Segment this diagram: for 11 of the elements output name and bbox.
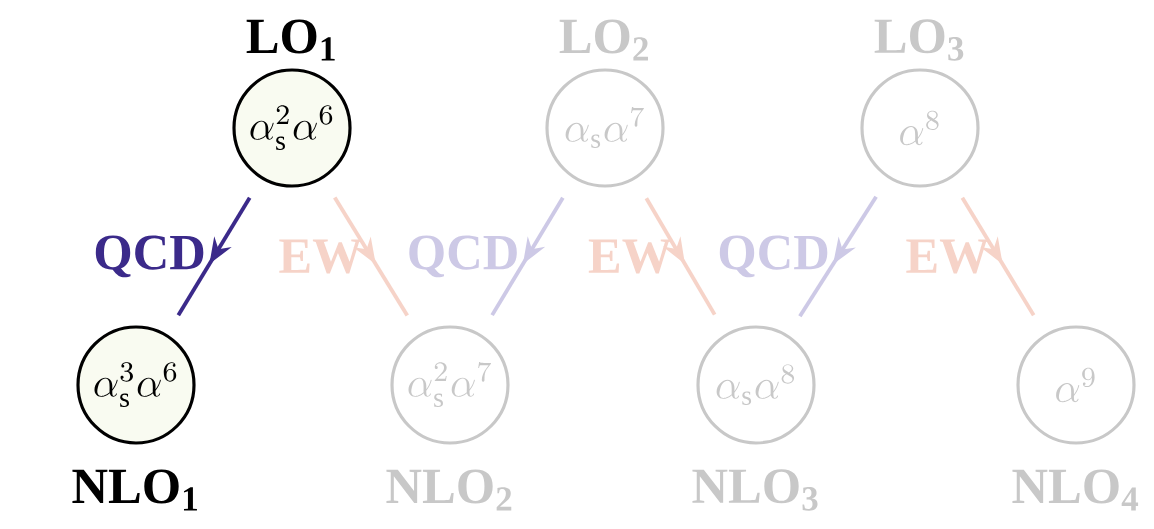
arrow	[798, 195, 878, 318]
arrow	[490, 196, 565, 317]
circle-node: $\alpha_{\mathrm{s}}^{2}\alpha^{6}$	[232, 68, 352, 188]
arrow	[176, 196, 252, 317]
circle-node: $\alpha_{\mathrm{s}}^{3}\alpha^{6}$	[76, 325, 196, 445]
level-label: LO$_{1}$	[246, 19, 335, 61]
arrow	[333, 196, 409, 317]
level-label: NLO$_{1}$	[72, 469, 197, 511]
arrow	[644, 197, 717, 316]
arrow	[960, 196, 1036, 317]
edge-label: QCD	[95, 235, 204, 278]
